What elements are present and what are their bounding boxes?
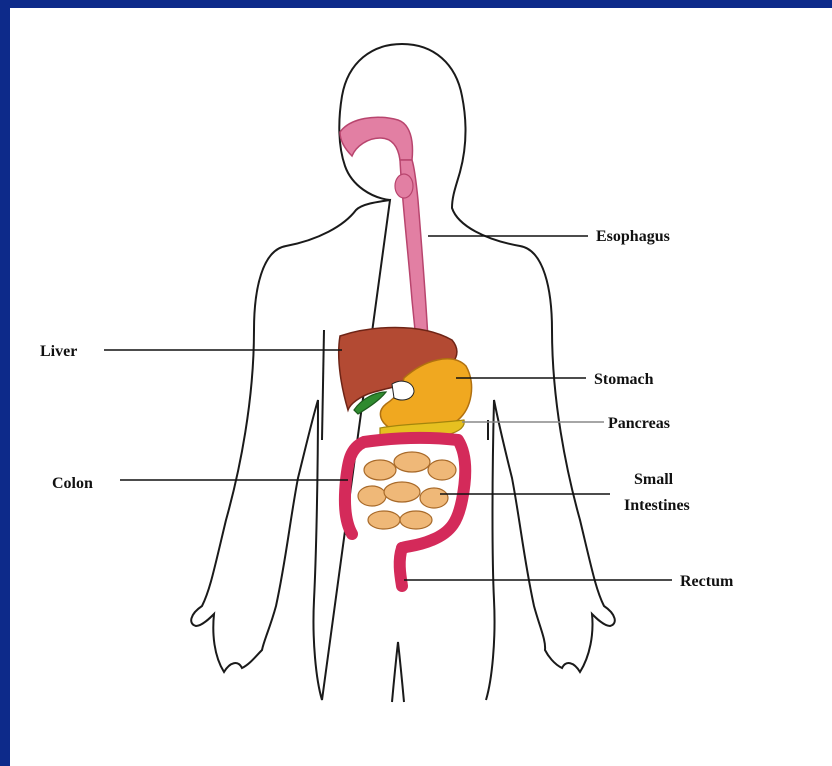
pancreas-label: Pancreas	[608, 414, 670, 434]
liver-label: Liver	[40, 342, 77, 362]
small-intestines-label-line2: Intestines	[624, 496, 690, 516]
rectum-shape	[400, 548, 402, 586]
esophagus-label: Esophagus	[596, 227, 670, 247]
stomach-inner-white	[392, 381, 414, 400]
left-arm-inner-line	[322, 330, 324, 440]
stomach-label: Stomach	[594, 370, 654, 390]
small-intestines-label-line1: Small	[634, 470, 673, 490]
colon-label: Colon	[52, 474, 93, 494]
rectum-label: Rectum	[680, 572, 733, 592]
nasal-mouth-shape	[340, 117, 412, 160]
throat-shape	[395, 174, 413, 198]
small-intestines-shape	[358, 452, 456, 529]
